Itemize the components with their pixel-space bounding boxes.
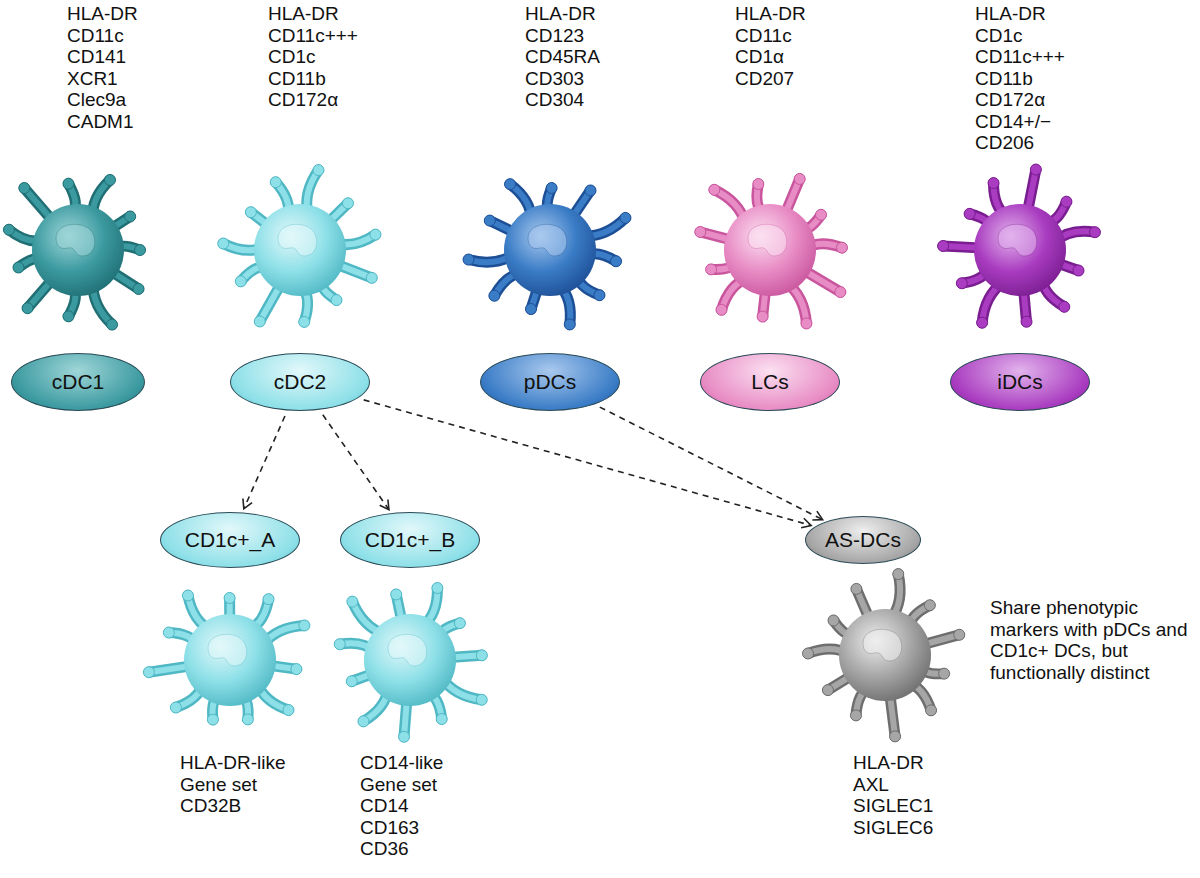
dendritic-cell — [3, 174, 145, 330]
marker-list: HLA-DR-likeGene setCD32B — [180, 752, 286, 817]
lineage-arrow — [244, 416, 285, 509]
marker-list: HLA-DRCD11cCD141XCR1Clec9aCADM1 — [67, 3, 138, 132]
cell-type-ellipse: CD1c+_A — [160, 512, 300, 568]
cell-name: AS-DCs — [825, 528, 901, 552]
marker-label: HLA-DR — [268, 3, 358, 25]
marker-label: CD14 — [360, 795, 443, 817]
cell-type-ellipse: iDCs — [950, 353, 1090, 411]
marker-label: CD11c — [735, 25, 806, 47]
marker-list: HLA-DRCD11c+++CD1cCD11bCD172α — [268, 3, 358, 111]
cell-name: pDCs — [524, 370, 577, 394]
marker-list: HLA-DRCD11cCD1αCD207 — [735, 3, 806, 89]
marker-label: CADM1 — [67, 111, 138, 133]
marker-label: HLA-DR — [735, 3, 806, 25]
dendritic-cell — [143, 590, 309, 725]
dendritic-cell — [463, 179, 631, 330]
marker-label: CD11b — [268, 68, 358, 90]
marker-label: Gene set — [180, 774, 286, 796]
cell-type-ellipse: CD1c+_B — [340, 512, 480, 568]
cell-type-ellipse: pDCs — [480, 353, 620, 411]
note-block: Share phenotypic markers with pDCs and C… — [990, 597, 1195, 683]
marker-label: CD14+/− — [975, 111, 1065, 133]
note-text: Share phenotypic markers with pDCs and C… — [990, 597, 1195, 683]
marker-label: CD141 — [67, 46, 138, 68]
marker-label: CD172α — [268, 89, 358, 111]
marker-label: HLA-DR — [525, 3, 600, 25]
cell-name: iDCs — [997, 370, 1043, 394]
marker-label: CD32B — [180, 795, 286, 817]
dendritic-cell — [695, 173, 848, 328]
marker-label: CD303 — [525, 68, 600, 90]
marker-label: CD1c — [975, 25, 1065, 47]
cell-name: cDC1 — [52, 370, 105, 394]
lineage-arrow — [600, 407, 823, 520]
dendritic-cell — [218, 165, 381, 328]
marker-label: CD45RA — [525, 46, 600, 68]
marker-label: CD163 — [360, 817, 443, 839]
cell-type-ellipse: LCs — [700, 353, 840, 411]
dendritic-cell — [803, 569, 965, 742]
marker-label: CD304 — [525, 89, 600, 111]
marker-label: SIGLEC6 — [853, 817, 933, 839]
cell-name: CD1c+_A — [185, 528, 275, 552]
marker-label: CD172α — [975, 89, 1065, 111]
cell-name: CD1c+_B — [365, 528, 455, 552]
marker-label: CD11b — [975, 68, 1065, 90]
marker-list: HLA-DRAXLSIGLEC1SIGLEC6 — [853, 752, 933, 838]
marker-label: CD36 — [360, 838, 443, 860]
marker-label: Clec9a — [67, 89, 138, 111]
marker-label: HLA-DR — [67, 3, 138, 25]
marker-label: HLA-DR-like — [180, 752, 286, 774]
marker-list: CD14-likeGene setCD14CD163CD36 — [360, 752, 443, 860]
marker-label: Gene set — [360, 774, 443, 796]
marker-label: CD1α — [735, 46, 806, 68]
marker-label: CD11c+++ — [268, 25, 358, 47]
cell-type-ellipse: cDC1 — [11, 353, 145, 411]
marker-label: CD1c — [268, 46, 358, 68]
cell-name: LCs — [751, 370, 788, 394]
dendritic-cell — [938, 164, 1101, 328]
cell-name: cDC2 — [274, 370, 327, 394]
marker-label: SIGLEC1 — [853, 795, 933, 817]
cell-type-ellipse: cDC2 — [230, 353, 370, 411]
dendritic-cell — [334, 583, 487, 743]
marker-label: CD11c+++ — [975, 46, 1065, 68]
marker-list: HLA-DRCD123CD45RACD303CD304 — [525, 3, 600, 111]
marker-label: XCR1 — [67, 68, 138, 90]
lineage-arrow — [323, 415, 389, 510]
marker-label: AXL — [853, 774, 933, 796]
marker-label: HLA-DR — [975, 3, 1065, 25]
cell-type-ellipse: AS-DCs — [805, 516, 921, 564]
marker-label: CD206 — [975, 132, 1065, 154]
marker-label: CD14-like — [360, 752, 443, 774]
marker-label: CD207 — [735, 68, 806, 90]
marker-label: CD123 — [525, 25, 600, 47]
marker-list: HLA-DRCD1cCD11c+++CD11bCD172αCD14+/−CD20… — [975, 3, 1065, 154]
marker-label: HLA-DR — [853, 752, 933, 774]
lineage-arrow — [364, 400, 811, 526]
marker-label: CD11c — [67, 25, 138, 47]
